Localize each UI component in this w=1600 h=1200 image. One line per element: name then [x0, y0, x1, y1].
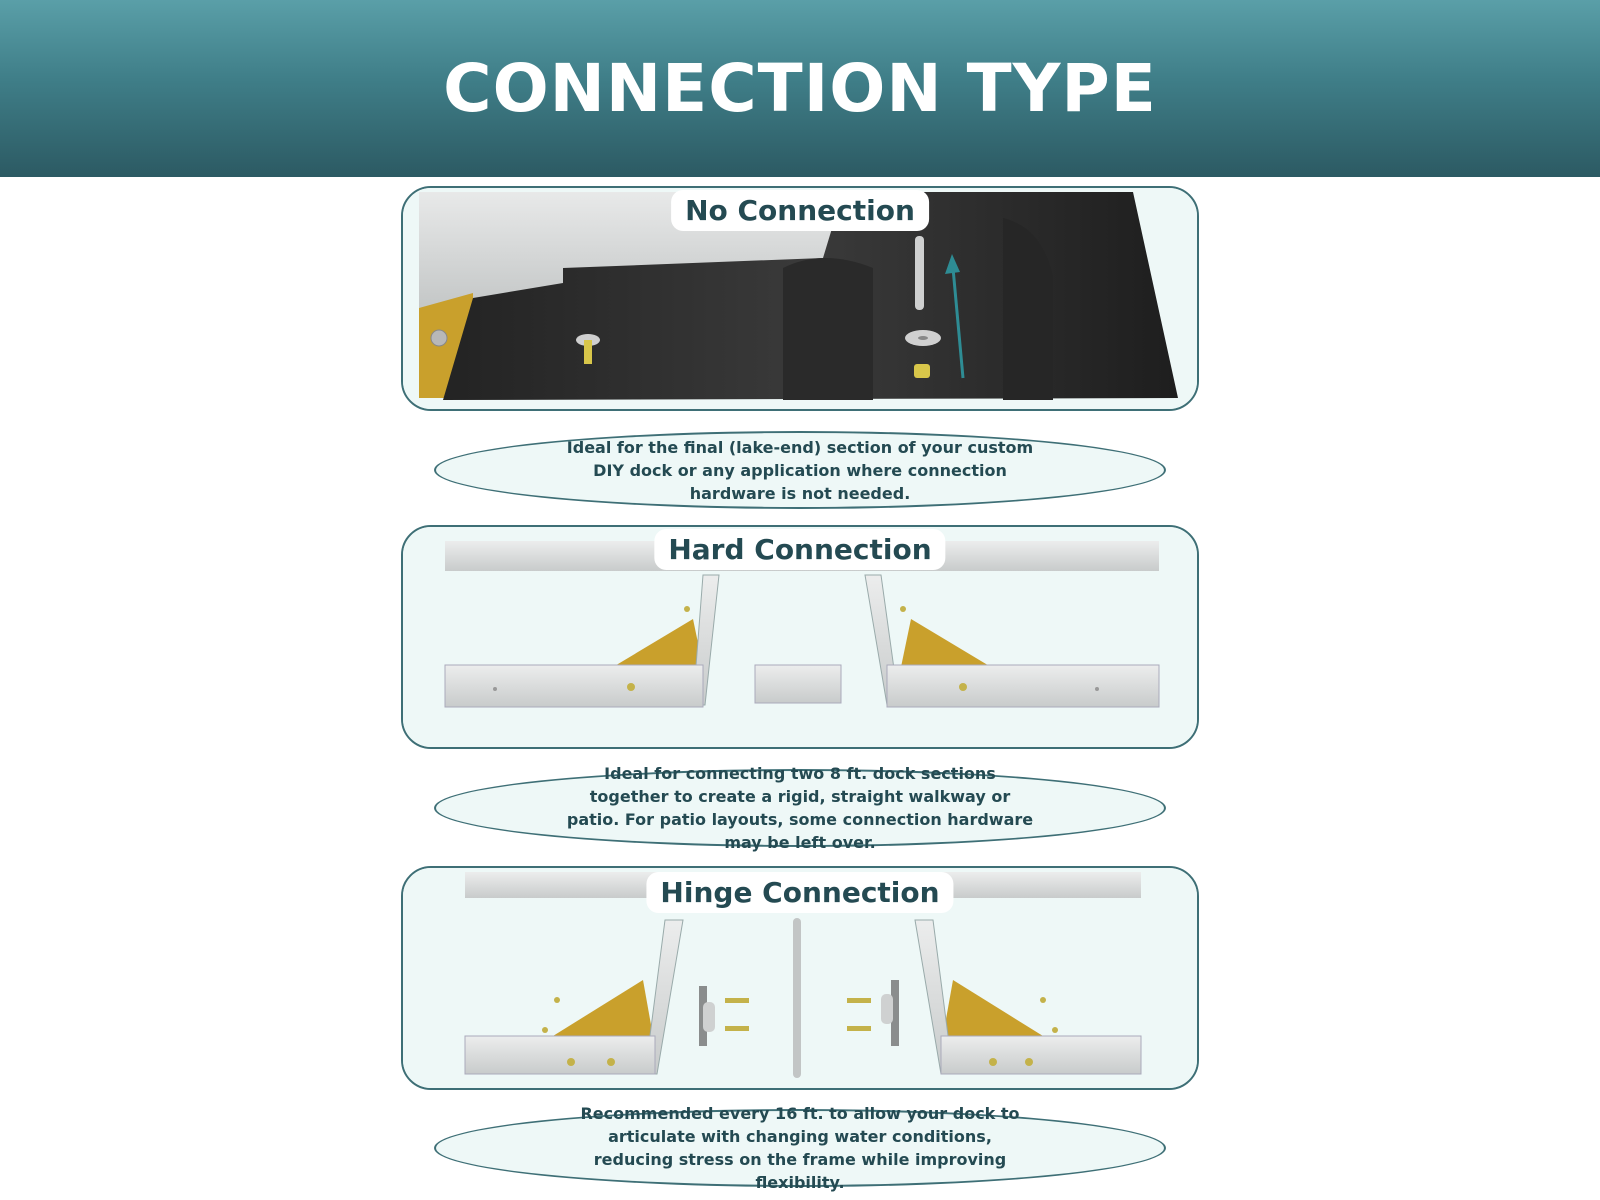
no-connection-description: Ideal for the final (lake-end) section o… — [434, 431, 1166, 509]
hinge-connection-description: Recommended every 16 ft. to allow your d… — [434, 1104, 1166, 1192]
hinge-connection-panel: Hinge Connection — [401, 866, 1199, 1090]
header-banner: CONNECTION TYPE — [0, 0, 1600, 177]
hard-connection-description: Ideal for connecting two 8 ft. dock sect… — [434, 764, 1166, 852]
page-title: CONNECTION TYPE — [443, 50, 1157, 127]
no-connection-panel: No Connection — [401, 186, 1199, 411]
hard-connection-title: Hard Connection — [654, 529, 946, 570]
hinge-connection-title: Hinge Connection — [646, 872, 954, 913]
hard-connection-panel: Hard Connection — [401, 525, 1199, 749]
no-connection-title: No Connection — [671, 190, 929, 231]
